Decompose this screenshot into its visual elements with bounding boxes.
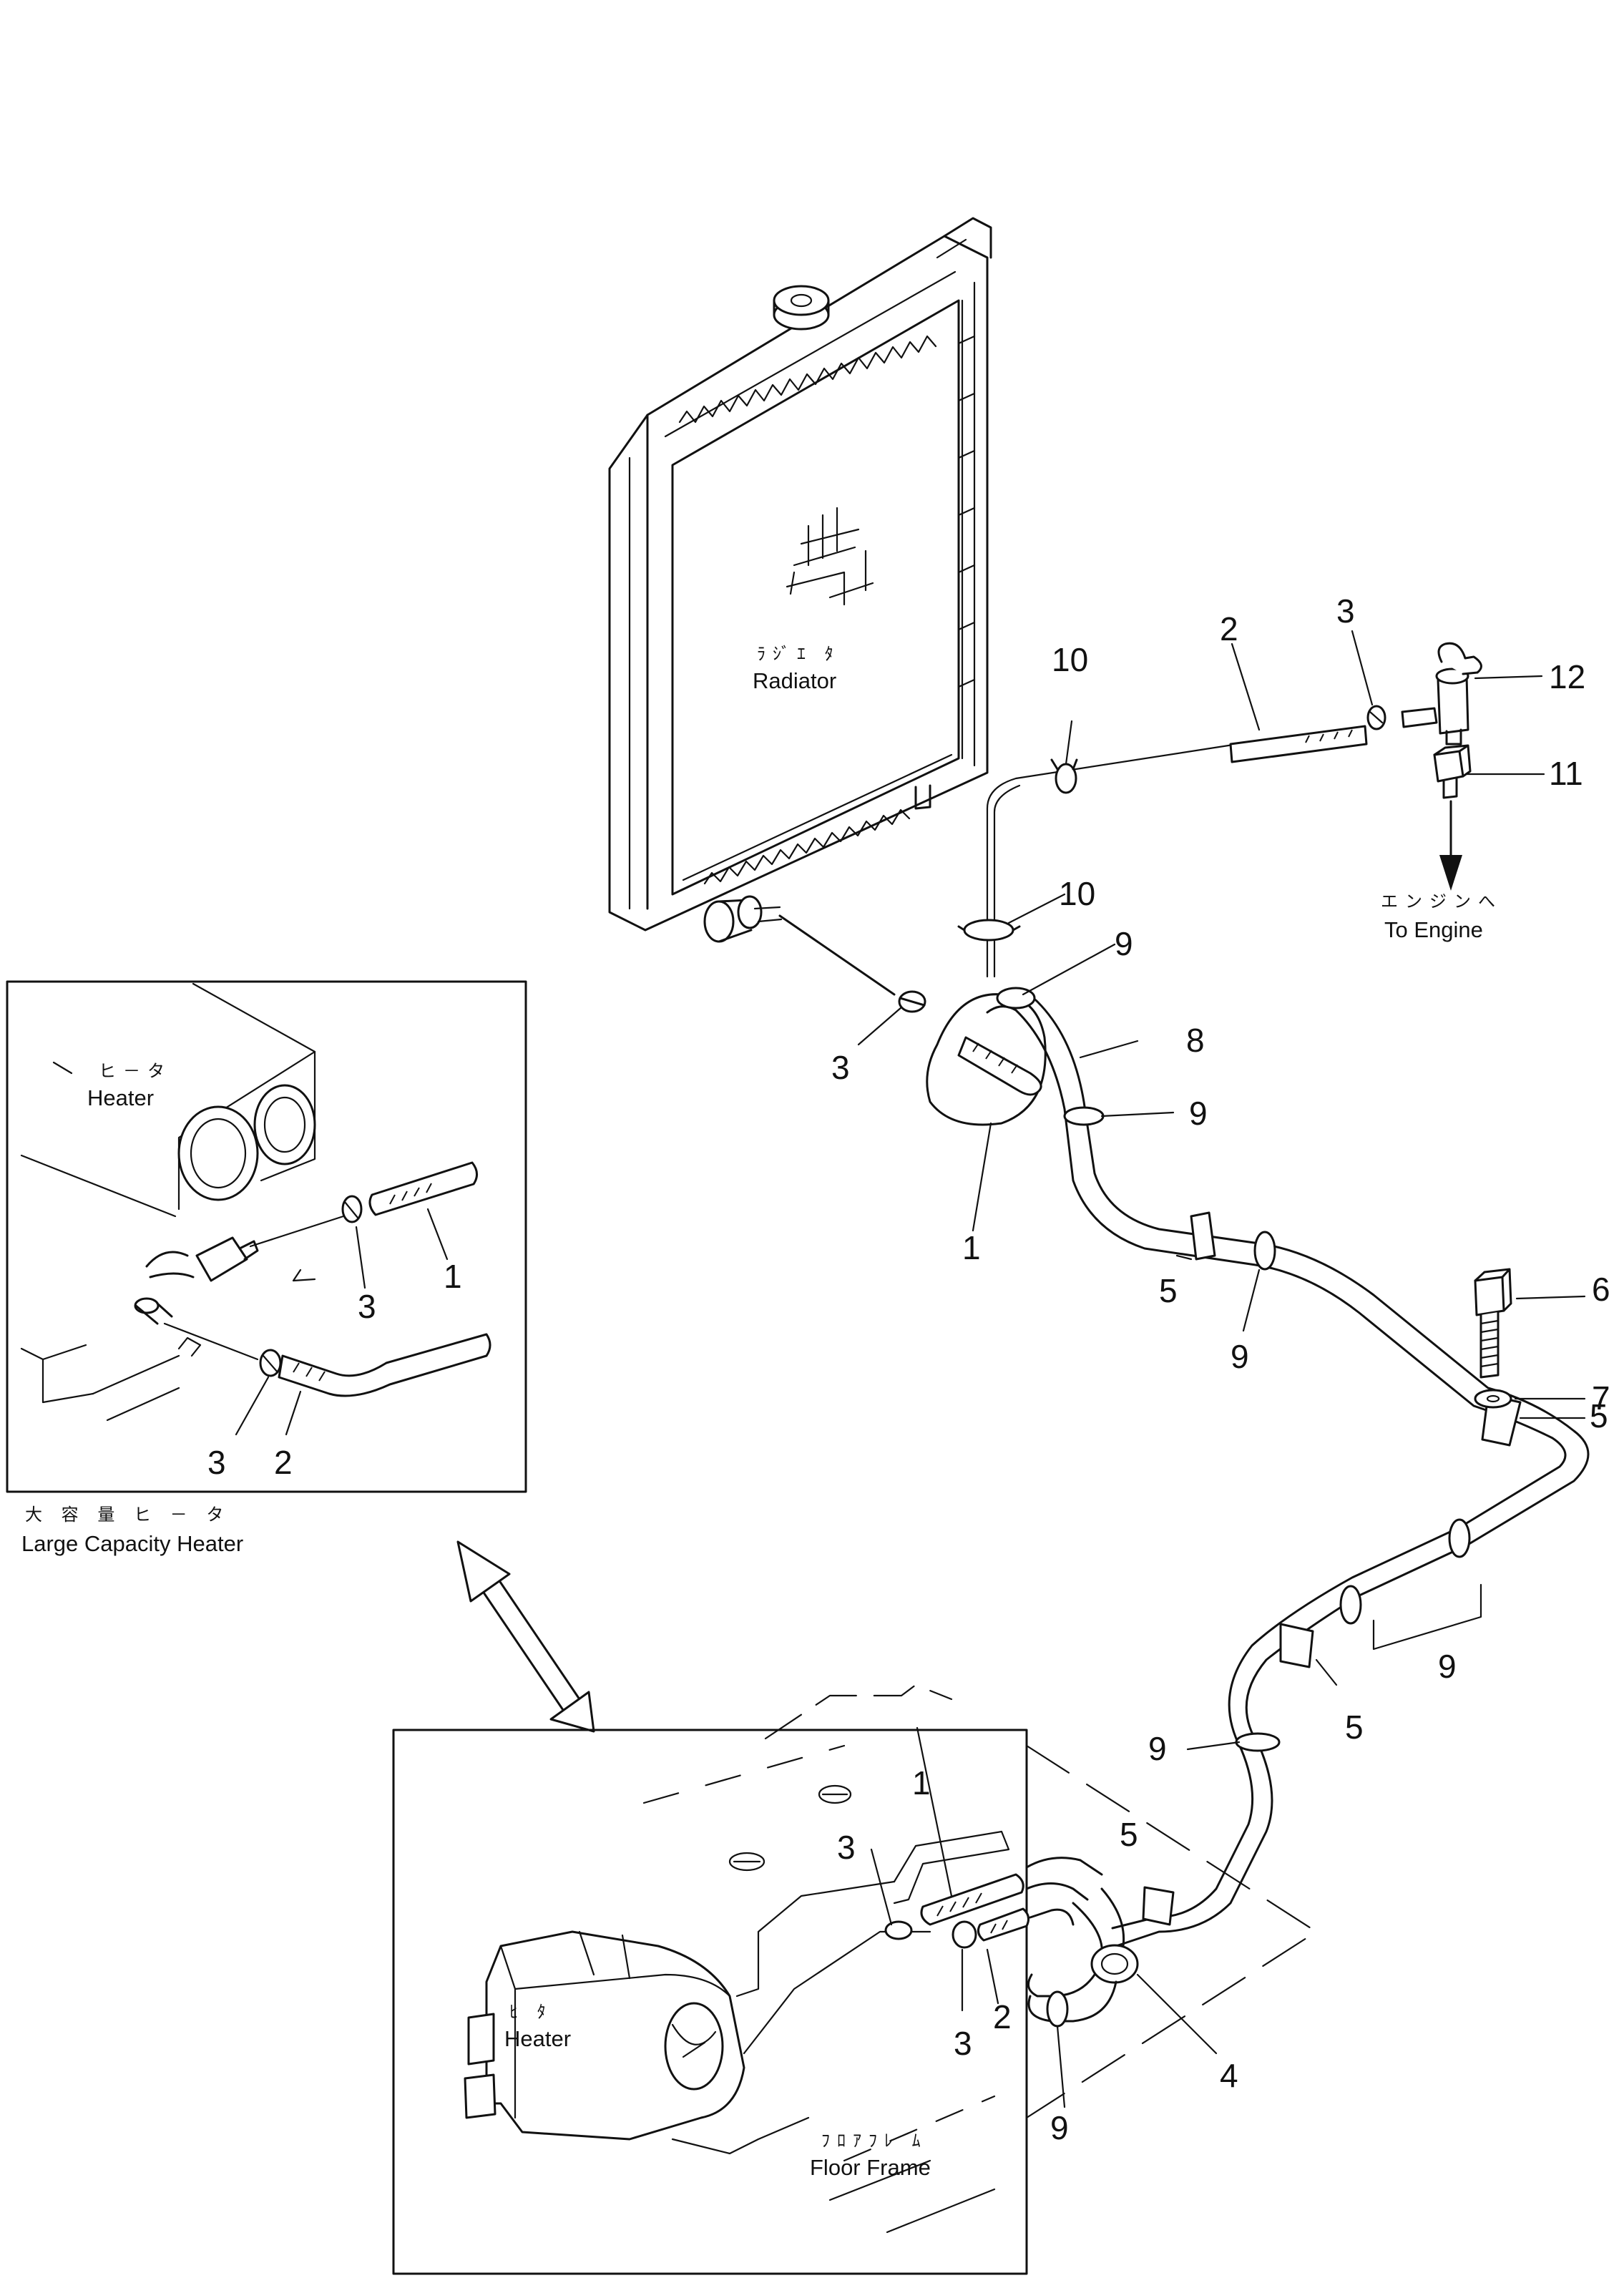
upper-hose-line <box>778 642 1482 1013</box>
inset-heater-label: Heater <box>87 1085 154 1110</box>
to-engine-label: To Engine <box>1384 917 1483 942</box>
floor-callout-1: 1 <box>912 1764 931 1802</box>
floor-hose-connections <box>1025 1857 1218 2108</box>
inset-callout-1: 1 <box>444 1258 462 1295</box>
radiator <box>608 217 992 943</box>
callout-9: 9 <box>1148 1730 1167 1767</box>
to-engine-label-jp: エンジンへ <box>1381 892 1502 911</box>
callout-5: 5 <box>1120 1816 1138 1853</box>
floor-frame-inset <box>392 1683 1318 2275</box>
radiator-label: Radiator <box>753 668 836 693</box>
callout-11: 11 <box>1549 755 1583 792</box>
double-arrow <box>456 1540 595 1733</box>
sub-tank-hose <box>926 993 1047 1126</box>
floor-frame-label-jp: ﾌﾛｱﾌﾚ ﾑ <box>821 2131 928 2151</box>
floor-heater-label-jp: ﾋ ﾀ <box>509 2003 553 2022</box>
main-leaders <box>857 630 1586 1751</box>
callout-2: 2 <box>1220 610 1238 647</box>
inset-callout-2: 2 <box>274 1444 293 1481</box>
callout-5: 5 <box>1159 1272 1178 1309</box>
callout-10: 10 <box>1059 875 1095 912</box>
callout-5: 5 <box>1345 1708 1364 1746</box>
floor-heater-label: Heater <box>504 2026 571 2051</box>
inset-callout-3: 3 <box>207 1444 226 1481</box>
callout-4: 4 <box>1220 2057 1238 2094</box>
floor-callout-3: 3 <box>954 2025 972 2062</box>
callout-9: 9 <box>1438 1648 1457 1685</box>
callout-8: 8 <box>1186 1022 1205 1059</box>
callout-7: 7 <box>1592 1379 1610 1417</box>
large-capacity-heater-inset <box>6 980 527 1493</box>
callout-1: 1 <box>962 1229 981 1266</box>
large-capacity-heater-label-jp: 大 容 量 ヒ － タ <box>25 1505 230 1525</box>
floor-callout-3: 3 <box>837 1829 856 1866</box>
callout-9: 9 <box>1115 925 1133 962</box>
large-capacity-heater-label: Large Capacity Heater <box>21 1531 243 1556</box>
inset-heater-label-jp: ヒ－タ <box>99 1062 172 1081</box>
callout-3: 3 <box>1336 592 1355 630</box>
callout-3: 3 <box>831 1049 850 1086</box>
floor-callout-2: 2 <box>993 1998 1012 2035</box>
callout-5: 5 <box>1590 1397 1608 1434</box>
callout-6: 6 <box>1592 1271 1610 1308</box>
callout-9: 9 <box>1231 1338 1249 1375</box>
floor-frame-label: Floor Frame <box>810 2155 931 2180</box>
main-pipe <box>986 987 1590 1947</box>
radiator-label-jp: ﾗｼﾞｴ ﾀ <box>757 645 841 664</box>
callout-10: 10 <box>1052 641 1088 678</box>
inset-callout-3: 3 <box>358 1288 376 1325</box>
callout-12: 12 <box>1549 658 1585 695</box>
callout-9: 9 <box>1050 2109 1069 2146</box>
callout-9: 9 <box>1189 1095 1208 1132</box>
